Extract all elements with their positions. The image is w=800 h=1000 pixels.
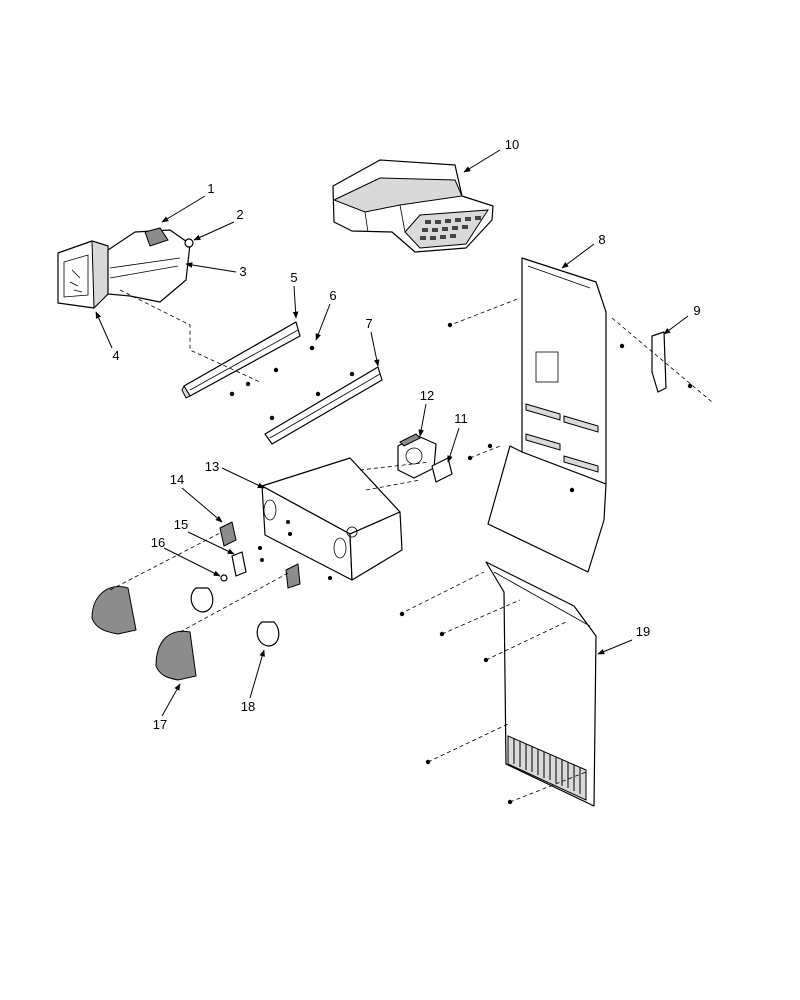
callout-13: 13 [205, 459, 265, 489]
callout-11-label: 11 [454, 411, 468, 426]
callout-6: 6 [315, 288, 337, 341]
bracket-part [231, 551, 247, 577]
callout-4: 4 [95, 311, 120, 363]
callout-10: 10 [463, 137, 519, 173]
callout-14: 14 [170, 472, 223, 523]
callout-5-label: 5 [290, 270, 297, 285]
callout-15-label: 15 [174, 517, 188, 532]
dispenser-cover-part [332, 159, 494, 253]
callout-1-label: 1 [207, 181, 214, 196]
callout-1: 1 [161, 181, 215, 223]
callout-12-label: 12 [420, 388, 434, 403]
callout-19: 19 [597, 624, 650, 655]
callout-18: 18 [241, 649, 265, 714]
callout-15: 15 [174, 517, 235, 555]
callout-7: 7 [365, 316, 380, 367]
callout-3: 3 [185, 262, 247, 279]
callout-16: 16 [151, 535, 221, 577]
front-rail-part [181, 321, 301, 399]
callout-14-label: 14 [170, 472, 184, 487]
alignment-lines [109, 289, 713, 803]
rear-rail-part [264, 366, 383, 445]
callout-2: 2 [193, 207, 244, 241]
callout-17: 17 [153, 683, 181, 732]
callout-11: 11 [447, 411, 468, 463]
side-bracket-part [651, 331, 667, 393]
callout-2-label: 2 [236, 207, 243, 222]
auger-motor-part [397, 433, 437, 479]
lower-panel-part [485, 561, 597, 807]
solenoid-part [431, 457, 453, 483]
callout-13-label: 13 [205, 459, 219, 474]
callout-4-label: 4 [112, 348, 119, 363]
callout-10-label: 10 [505, 137, 519, 152]
ice-maker-assembly [57, 227, 194, 310]
dispenser-lever-part [91, 586, 197, 681]
callout-16-label: 16 [151, 535, 165, 550]
bulb-part [190, 574, 280, 647]
callout-12: 12 [418, 388, 434, 437]
callout-8: 8 [561, 232, 606, 269]
callout-19-label: 19 [636, 624, 650, 639]
callout-7-label: 7 [365, 316, 372, 331]
callout-17-label: 17 [153, 717, 167, 732]
lamp-socket-part [219, 521, 301, 589]
callout-6-label: 6 [329, 288, 336, 303]
callout-3-label: 3 [239, 264, 246, 279]
upper-panel-part [487, 257, 607, 573]
callout-9-label: 9 [693, 303, 700, 318]
callout-8-label: 8 [598, 232, 605, 247]
callout-5: 5 [290, 270, 299, 319]
callout-18-label: 18 [241, 699, 255, 714]
callout-9: 9 [663, 303, 701, 335]
screws [229, 322, 693, 805]
light-housing-part [261, 457, 403, 581]
